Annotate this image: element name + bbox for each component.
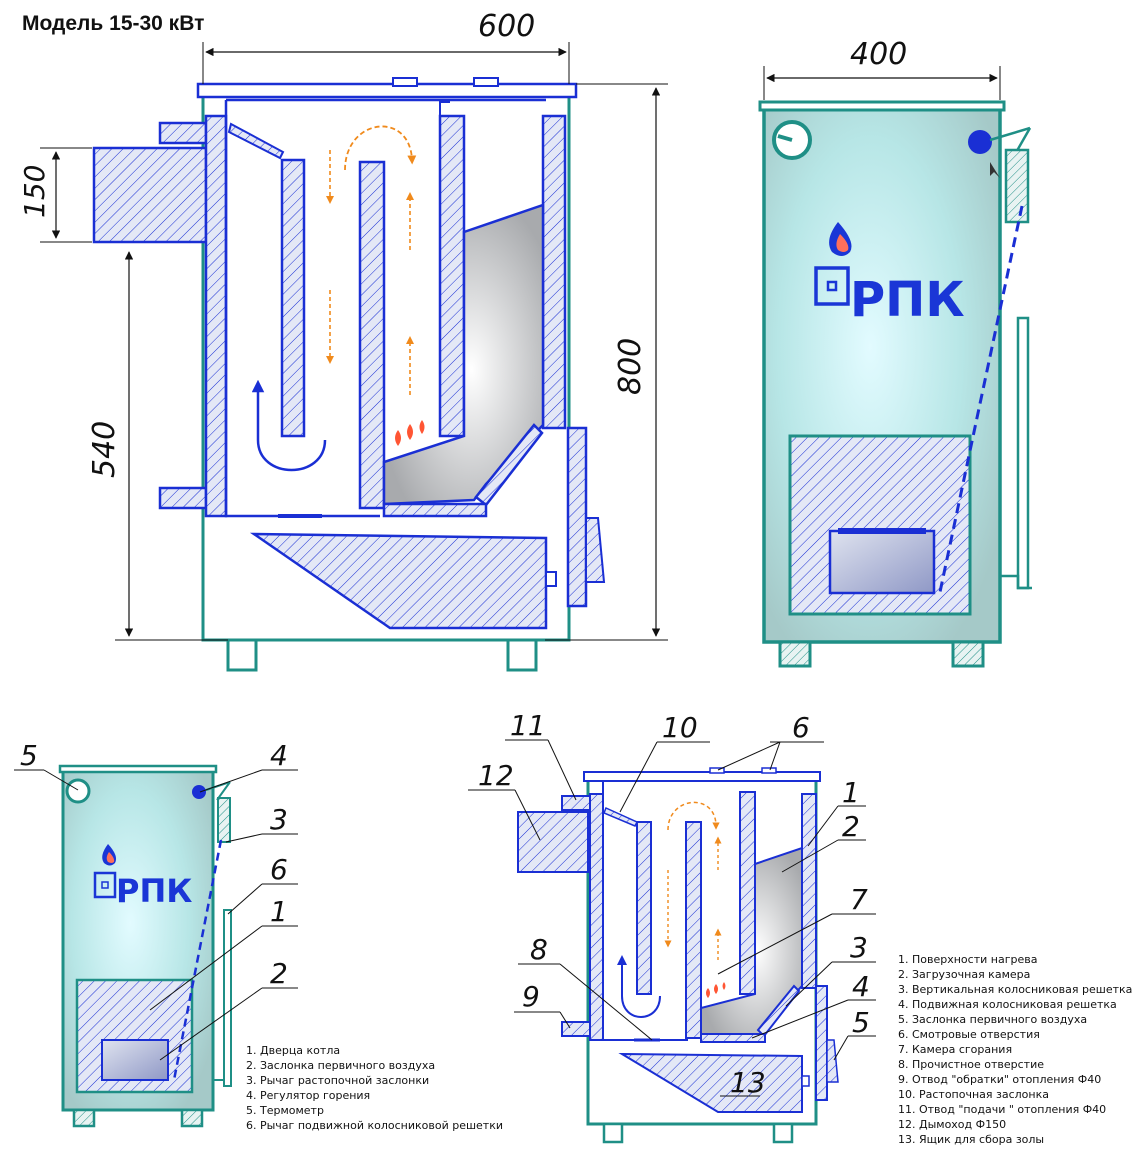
legend-front-item: 1. Дверца котла <box>246 1044 341 1057</box>
legend-section: 1. Поверхности нагрева 2. Загрузочная ка… <box>898 952 1132 1147</box>
legend-front: 1. Дверца котла 2. Заслонка первичного в… <box>246 1043 503 1133</box>
dimensions-section: 600 800 150 540 <box>18 9 668 641</box>
legend-section-item: 11. Отвод "подачи " отопления Ф40 <box>898 1103 1107 1116</box>
callout-section-13: 13 <box>730 1066 766 1099</box>
callout-section-5: 5 <box>852 1006 870 1039</box>
flame-icon <box>395 420 425 446</box>
legend-section-item: 12. Дымоход Ф150 <box>898 1118 1007 1131</box>
dim-width-front: 400 <box>850 37 907 72</box>
callout-section-12: 12 <box>478 759 514 792</box>
callout-section-11: 11 <box>510 709 546 742</box>
dimensions-front: 400 <box>763 37 1001 100</box>
callout-section-3: 3 <box>850 931 868 964</box>
dim-height-total: 800 <box>613 338 648 395</box>
legend-front-item: 2. Заслонка первичного воздуха <box>246 1059 436 1072</box>
front-view-large: РПК <box>758 100 1032 668</box>
front-view-small: РПК 5 4 3 6 1 2 <box>14 739 298 1128</box>
legend-section-item: 8. Прочистное отверстие <box>898 1058 1045 1071</box>
legend-front-item: 6. Рычаг подвижной колосниковой решетки <box>246 1119 504 1132</box>
callout-section-8: 8 <box>530 933 548 966</box>
callout-section-4: 4 <box>852 970 870 1003</box>
callout-front-4: 4 <box>270 739 288 772</box>
legend-section-item: 3. Вертикальная колосниковая решетка <box>898 983 1133 996</box>
legend-section-item: 6. Смотровые отверстия <box>898 1028 1040 1041</box>
callout-front-1: 1 <box>270 895 288 928</box>
page-title: Модель 15-30 кВт <box>22 12 205 35</box>
callout-front-5: 5 <box>20 739 38 772</box>
rpk-logo-small-icon: РПК <box>93 844 192 910</box>
logo-text-large: РПК <box>850 272 965 328</box>
dim-width-top: 600 <box>478 9 535 44</box>
legend-section-item: 13. Ящик для сбора золы <box>898 1133 1045 1146</box>
rpk-logo-icon: РПК <box>814 222 965 328</box>
legend-front-item: 3. Рычаг растопочной заслонки <box>246 1074 430 1087</box>
callout-section-10: 10 <box>662 711 698 744</box>
callout-section-9: 9 <box>522 980 540 1013</box>
callout-section-1: 1 <box>842 776 860 809</box>
legend-section-item: 2. Загрузочная камера <box>898 968 1031 981</box>
legend-section-item: 7. Камера сгорания <box>898 1043 1013 1056</box>
callout-section-2: 2 <box>842 810 860 843</box>
dim-lower-height: 540 <box>87 421 122 478</box>
legend-front-item: 4. Регулятор горения <box>246 1089 371 1102</box>
legend-section-item: 4. Подвижная колосниковая решетка <box>898 998 1117 1011</box>
legend-section-item: 1. Поверхности нагрева <box>898 953 1038 966</box>
callout-front-3: 3 <box>270 803 288 836</box>
section-view-small: 11 10 6 12 1 2 7 8 3 <box>468 709 876 1144</box>
legend-front-item: 5. Термометр <box>246 1104 324 1117</box>
callout-front-2: 2 <box>270 957 288 990</box>
section-view-large <box>92 77 606 672</box>
callout-front-6: 6 <box>270 853 288 886</box>
callout-section-6: 6 <box>792 711 810 744</box>
callout-section-7: 7 <box>850 883 868 916</box>
dim-flue-height: 150 <box>18 165 51 218</box>
legend-section-item: 10. Растопочная заслонка <box>898 1088 1049 1101</box>
logo-text-small: РПК <box>116 872 192 910</box>
regulator-icon <box>968 130 992 154</box>
legend-section-item: 5. Заслонка первичного воздуха <box>898 1013 1088 1026</box>
legend-section-item: 9. Отвод "обратки" отопления Ф40 <box>898 1073 1102 1086</box>
